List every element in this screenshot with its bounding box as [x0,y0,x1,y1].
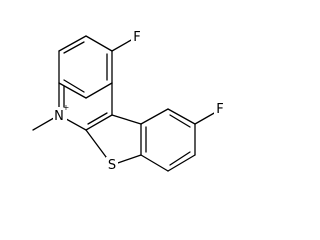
nitrogen-label: N [54,109,64,124]
atom-f-top: F [131,29,143,45]
atom-n-plus: N + [53,103,69,124]
fluorine-label: F [216,102,223,117]
molecule-structure: F F N + S [32,29,226,173]
bond [167,108,196,125]
bond [140,108,169,125]
bond [58,35,87,52]
bond [85,35,113,52]
atom-labels: F F N + S [53,29,226,173]
bond-c-f [194,111,217,125]
sulfur-label: S [108,158,116,173]
atom-f-right: F [214,101,226,117]
bond [85,82,113,99]
atom-s: S [106,157,118,173]
fluorine-label: F [133,30,140,45]
bond [85,114,113,131]
bond-c-f [111,38,134,52]
bond [58,82,87,99]
bonds [32,35,217,172]
bond-inner [169,151,191,166]
bond-inner [169,114,191,128]
bond [140,154,169,172]
bond [167,154,196,172]
bond-inner [63,41,85,54]
bond-inner [63,79,85,93]
positive-charge-label: + [63,103,70,112]
bond [111,114,142,125]
bond-inner [87,112,108,125]
